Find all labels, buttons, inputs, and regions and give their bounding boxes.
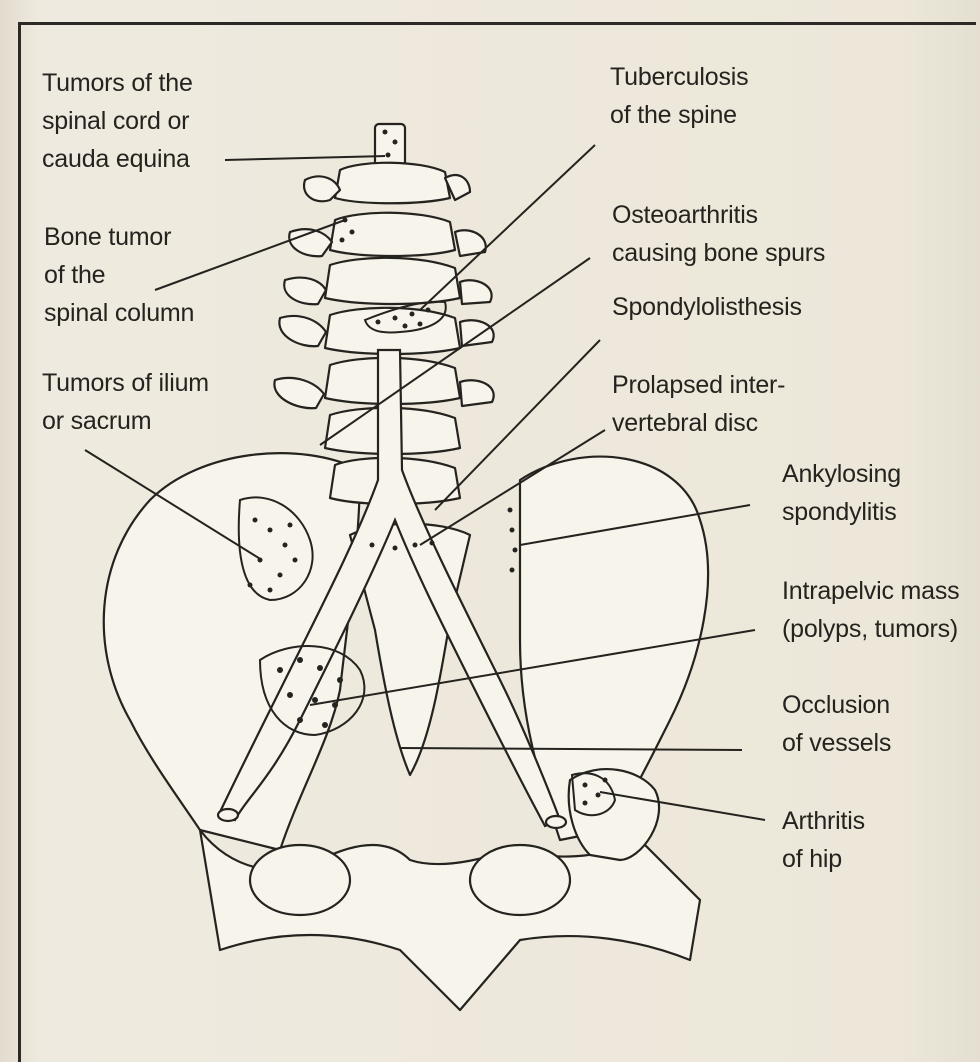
label-ankylosing: Ankylosing spondylitis: [782, 455, 901, 531]
label-osteoarthritis: Osteoarthritis causing bone spurs: [612, 196, 825, 272]
label-prolapsed-disc: Prolapsed inter- vertebral disc: [612, 366, 785, 442]
vertebra-1: [335, 163, 450, 204]
left-obturator: [250, 845, 350, 915]
vertebra-2: [330, 213, 455, 256]
label-tumors-spinal-cord: Tumors of the spinal cord or cauda equin…: [42, 64, 193, 178]
vertebra-3: [325, 258, 460, 304]
label-bone-tumor: Bone tumor of the spinal column: [44, 218, 194, 332]
label-intrapelvic: Intrapelvic mass (polyps, tumors): [782, 572, 959, 648]
label-arthritis-hip: Arthritis of hip: [782, 802, 865, 878]
vertebra-4: [325, 308, 460, 354]
label-spondylolisthesis: Spondylolisthesis: [612, 288, 802, 326]
label-tuberculosis: Tuberculosis of the spine: [610, 58, 748, 134]
right-obturator: [470, 845, 570, 915]
label-occlusion: Occlusion of vessels: [782, 686, 891, 762]
label-tumors-ilium: Tumors of ilium or sacrum: [42, 364, 209, 440]
spinal-cord-top: [375, 124, 405, 168]
